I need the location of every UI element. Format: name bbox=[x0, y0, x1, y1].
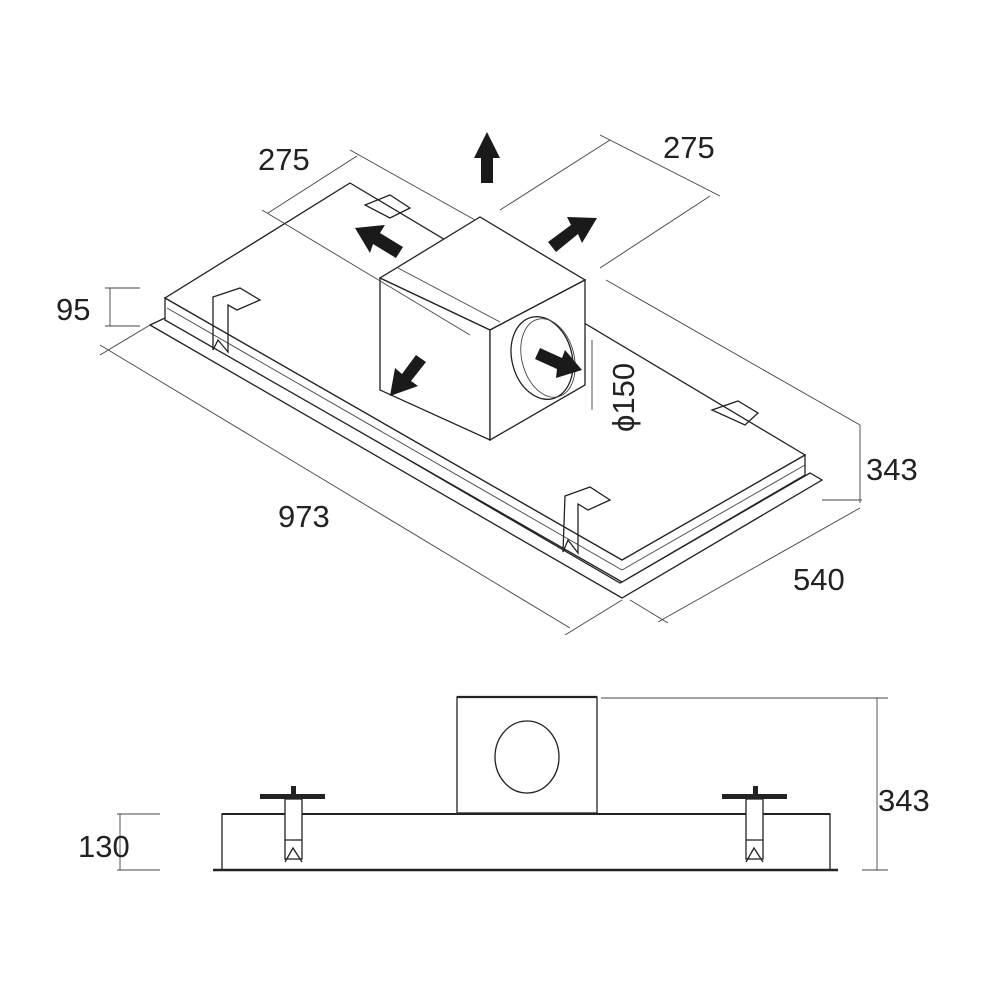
arrow-up-icon bbox=[474, 132, 500, 183]
mounting-bracket bbox=[722, 786, 787, 863]
arrow-up-right-icon bbox=[548, 217, 597, 252]
dim-label-offset-right: 275 bbox=[663, 130, 715, 165]
isometric-view: 275 275 95 973 540 343 ϕ150 bbox=[56, 130, 918, 636]
outlet-circle bbox=[494, 720, 560, 794]
arrow-up-left-icon bbox=[355, 225, 403, 258]
mounting-hook bbox=[212, 194, 760, 555]
dim-label-length: 973 bbox=[278, 499, 330, 534]
hood-body-side-view bbox=[221, 813, 831, 871]
mounting-bracket bbox=[260, 786, 325, 863]
side-view: 130 343 bbox=[78, 695, 930, 872]
outlet-collar bbox=[510, 316, 574, 400]
dim-label-frame-height: 95 bbox=[56, 292, 90, 327]
dim-label-outlet-diameter: ϕ150 bbox=[606, 363, 641, 432]
arrow-down-left-icon bbox=[390, 355, 426, 396]
side-dimension-lines bbox=[117, 697, 888, 871]
dim-label-offset-left: 275 bbox=[258, 142, 310, 177]
dim-label-total-height-iso: 343 bbox=[866, 452, 918, 487]
airflow-arrows bbox=[355, 132, 597, 396]
motor-box-side bbox=[456, 696, 598, 814]
dim-label-total-height-side: 343 bbox=[878, 783, 930, 818]
dim-label-body-height: 130 bbox=[78, 829, 130, 864]
arrow-right-icon bbox=[535, 348, 582, 378]
dimension-lines bbox=[99, 134, 862, 636]
dim-label-width: 540 bbox=[793, 562, 845, 597]
